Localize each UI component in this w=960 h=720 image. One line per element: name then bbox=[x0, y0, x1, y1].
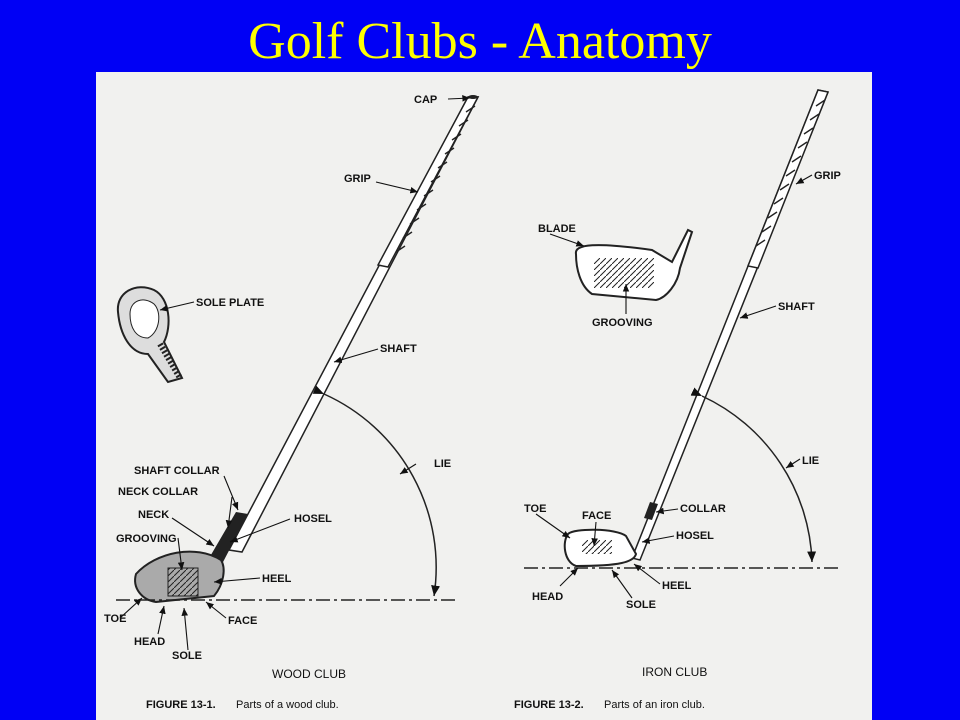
iron-club-figure: GRIP BLADE GROOVING SHAFT LIE TOE FACE C… bbox=[514, 89, 841, 711]
iron-label-collar: COLLAR bbox=[680, 503, 726, 515]
iron-label-grooving: GROOVING bbox=[592, 317, 653, 329]
golf-club-diagram: CAP GRIP SOLE PLATE SHAFT LIE SHAFT COLL… bbox=[104, 89, 841, 711]
iron-label-blade: BLADE bbox=[538, 223, 576, 235]
wood-face-grooving bbox=[167, 567, 199, 597]
wood-label-heel: HEEL bbox=[262, 573, 292, 585]
iron-lie-arc bbox=[690, 387, 817, 563]
iron-club-name: IRON CLUB bbox=[642, 665, 707, 679]
wood-label-cap: CAP bbox=[414, 94, 437, 106]
wood-label-sole: SOLE bbox=[172, 650, 202, 662]
wood-cap bbox=[468, 95, 478, 99]
wood-label-grooving: GROOVING bbox=[116, 533, 177, 545]
slide-title: Golf Clubs - Anatomy bbox=[248, 13, 712, 70]
wood-label-face: FACE bbox=[228, 615, 257, 627]
wood-label-shaft: SHAFT bbox=[380, 343, 417, 355]
wood-club-name: WOOD CLUB bbox=[272, 667, 346, 681]
iron-label-toe: TOE bbox=[524, 503, 546, 515]
iron-label-head: HEAD bbox=[532, 591, 563, 603]
wood-hosel bbox=[208, 512, 248, 564]
iron-figure-caption: Parts of an iron club. bbox=[604, 699, 705, 711]
wood-figure-number: FIGURE 13-1. bbox=[146, 699, 216, 711]
wood-label-neck: NECK bbox=[138, 509, 169, 521]
wood-label-toe: TOE bbox=[104, 613, 126, 625]
wood-lie-arc bbox=[312, 385, 441, 597]
iron-label-heel: HEEL bbox=[662, 580, 692, 592]
iron-face-grooving bbox=[582, 540, 612, 554]
iron-label-face: FACE bbox=[582, 510, 611, 522]
iron-label-grip: GRIP bbox=[814, 170, 841, 182]
wood-label-shaft-collar: SHAFT COLLAR bbox=[134, 465, 220, 477]
iron-grip bbox=[746, 89, 830, 269]
diagram-panel: CAP GRIP SOLE PLATE SHAFT LIE SHAFT COLL… bbox=[96, 72, 872, 720]
iron-label-sole: SOLE bbox=[626, 599, 656, 611]
wood-label-hosel: HOSEL bbox=[294, 513, 332, 525]
wood-figure-caption: Parts of a wood club. bbox=[236, 699, 339, 711]
iron-label-lie: LIE bbox=[802, 455, 819, 467]
iron-figure-number: FIGURE 13-2. bbox=[514, 699, 584, 711]
wood-label-neck-collar: NECK COLLAR bbox=[118, 486, 198, 498]
wood-club-figure: CAP GRIP SOLE PLATE SHAFT LIE SHAFT COLL… bbox=[104, 94, 480, 711]
iron-collar bbox=[644, 502, 658, 520]
wood-label-lie: LIE bbox=[434, 458, 451, 470]
iron-label-hosel: HOSEL bbox=[676, 530, 714, 542]
wood-label-grip: GRIP bbox=[344, 173, 371, 185]
wood-label-sole-plate: SOLE PLATE bbox=[196, 297, 264, 309]
wood-label-head: HEAD bbox=[134, 636, 165, 648]
iron-label-shaft: SHAFT bbox=[778, 301, 815, 313]
